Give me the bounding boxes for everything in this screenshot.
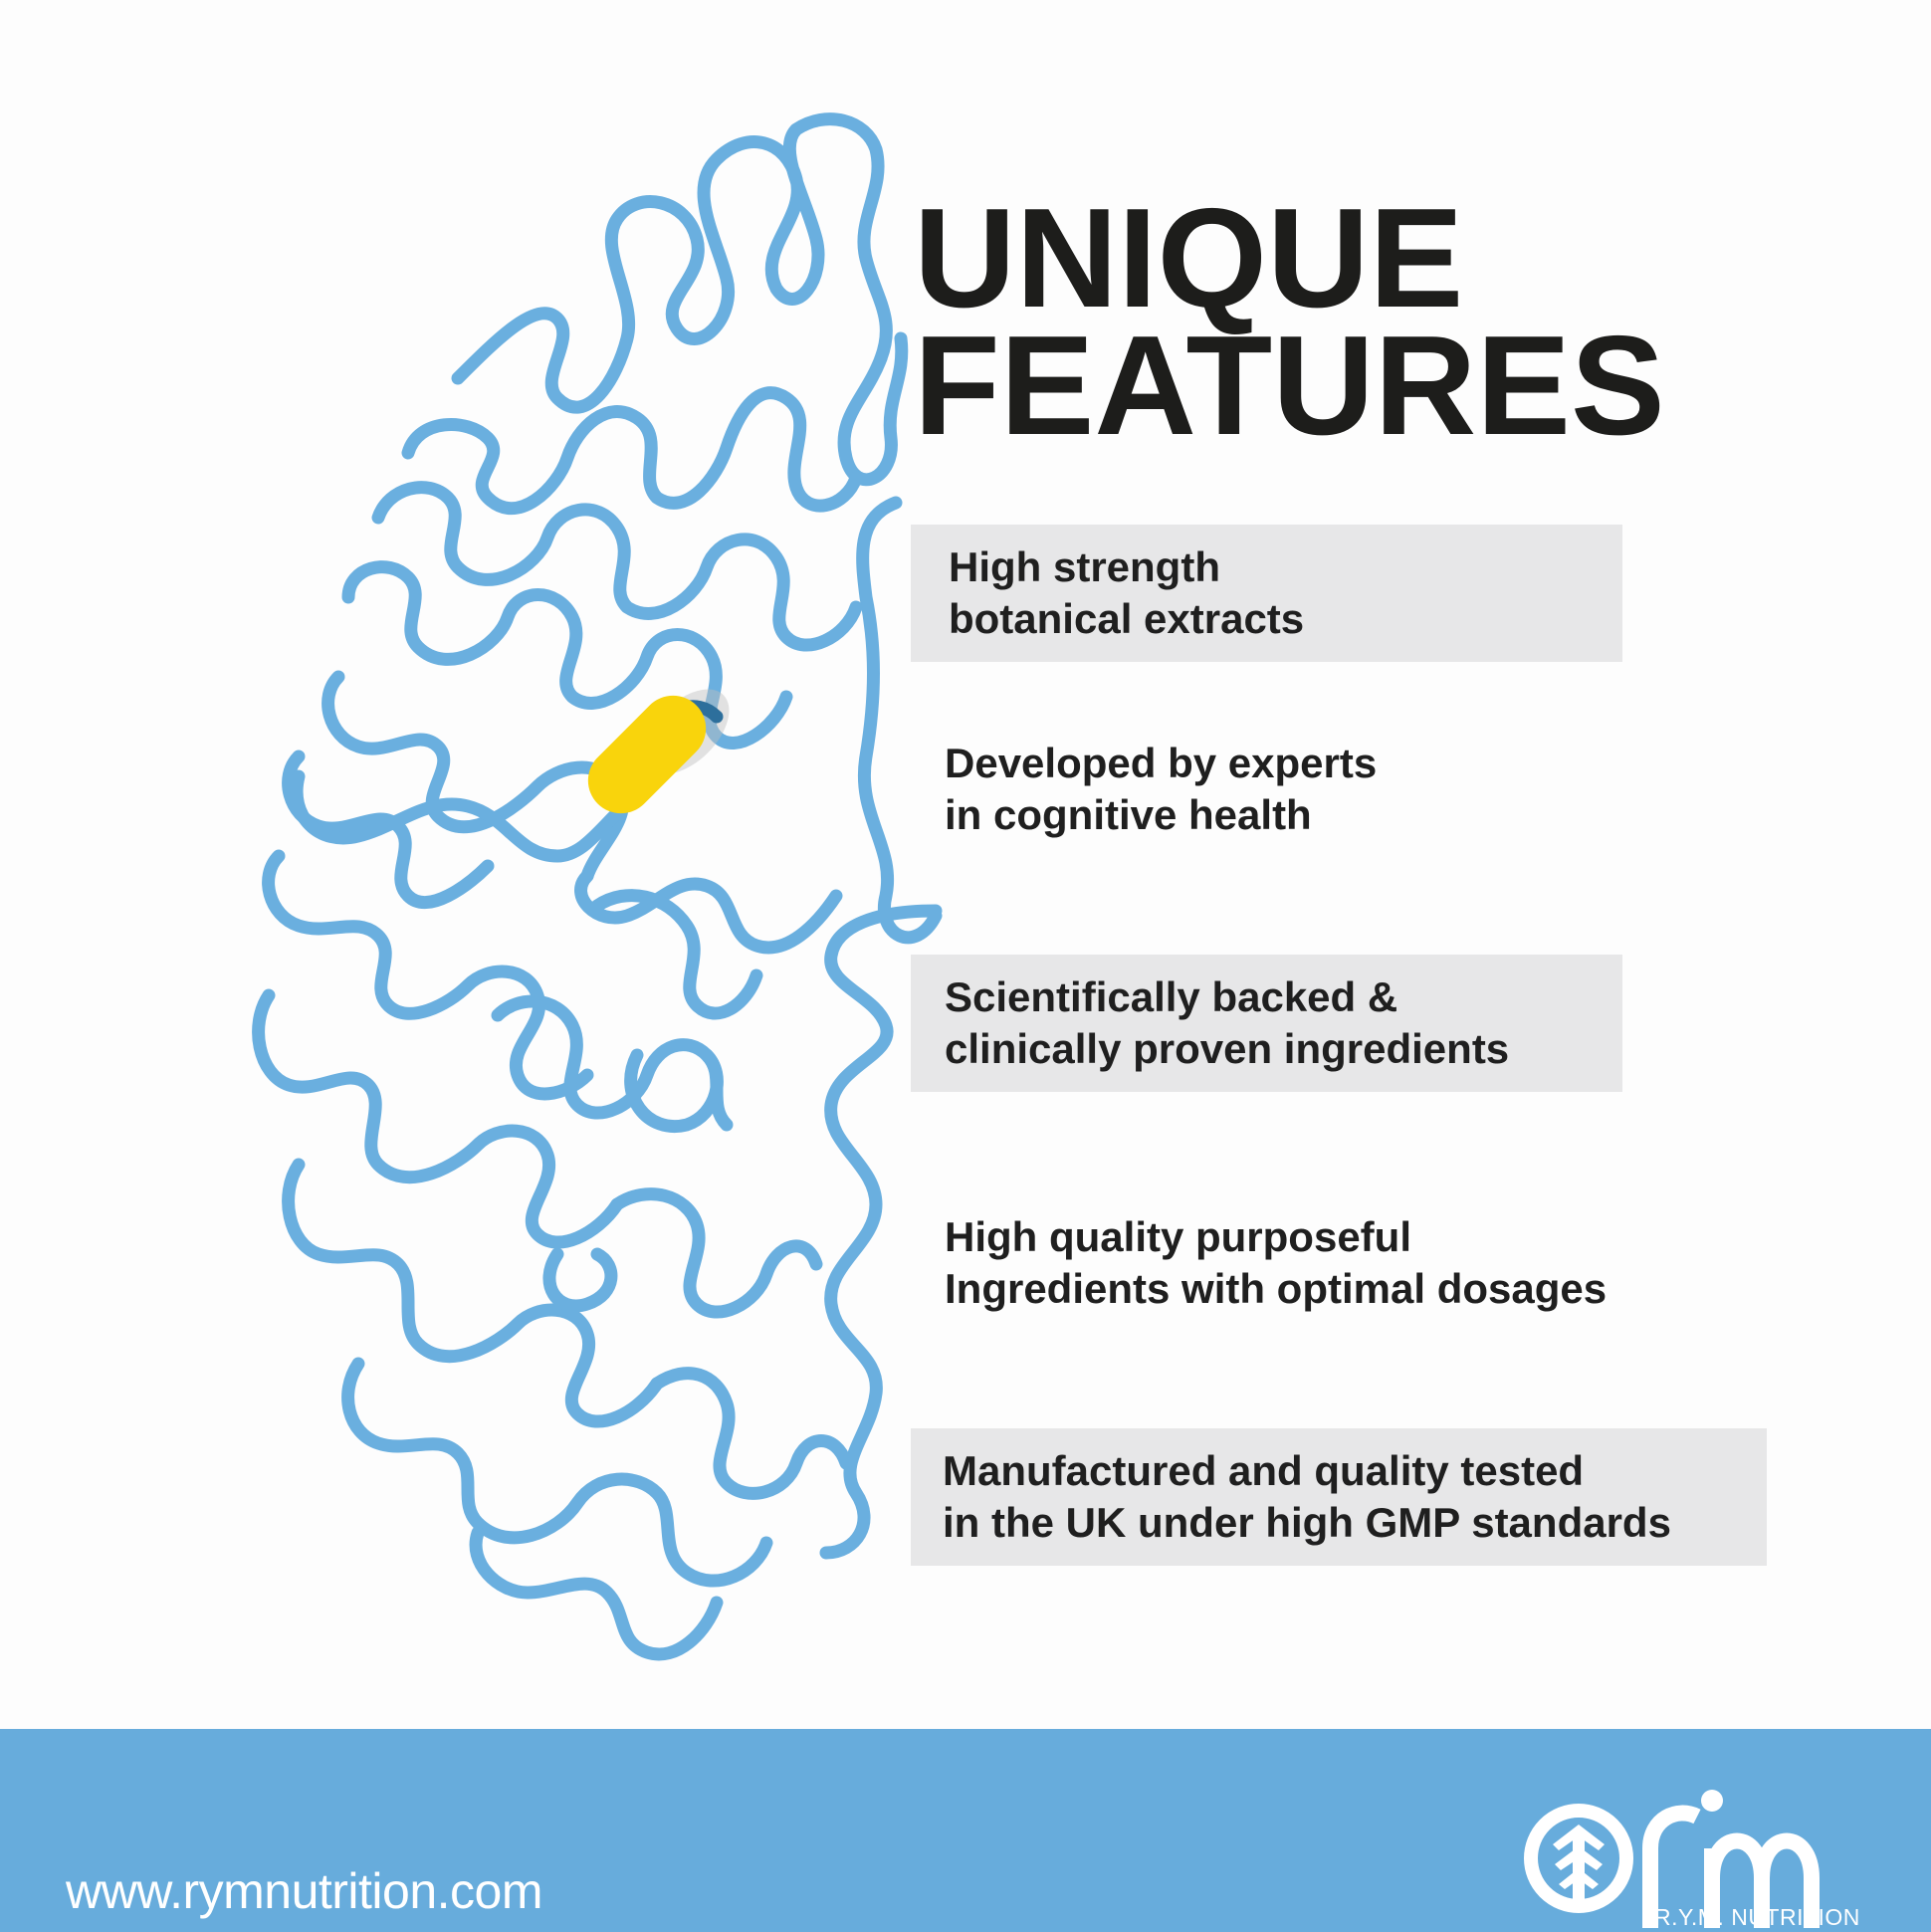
feature-item-2: Developed by experts in cognitive health	[911, 721, 1622, 858]
feature-line: in the UK under high GMP standards	[943, 1499, 1671, 1546]
brand-name: R.Y.M. NUTRITION	[1654, 1904, 1860, 1930]
title-line-2: FEATURES	[914, 307, 1665, 465]
title-line-1: UNIQUE	[914, 179, 1464, 337]
feature-line: Manufactured and quality tested	[943, 1447, 1585, 1494]
feature-item-1: High strength botanical extracts	[911, 525, 1622, 662]
feature-line: High strength	[949, 543, 1220, 590]
feature-item-4: High quality purposeful Ingredients with…	[911, 1194, 1767, 1332]
feature-line: Scientifically backed &	[945, 973, 1398, 1020]
capsule-icon	[587, 689, 730, 814]
rym-logo-icon	[1524, 1790, 1820, 1928]
feature-line: botanical extracts	[949, 595, 1305, 642]
feature-line: High quality purposeful	[945, 1213, 1411, 1260]
brain-maze-icon	[252, 112, 943, 1661]
feature-line: Developed by experts	[945, 740, 1378, 786]
feature-item-5: Manufactured and quality tested in the U…	[911, 1428, 1767, 1566]
feature-line: Ingredients with optimal dosages	[945, 1265, 1608, 1312]
footer-bar: www.rymnutrition.com R.Y.M. NUTRITION	[0, 1729, 1931, 1932]
website-link[interactable]: www.rymnutrition.com	[66, 1863, 543, 1919]
feature-line: in cognitive health	[945, 791, 1312, 838]
feature-line: clinically proven ingredients	[945, 1025, 1510, 1072]
feature-item-3: Scientifically backed & clinically prove…	[911, 955, 1622, 1092]
tree-emblem-icon	[1524, 1804, 1633, 1913]
page-title: UNIQUE FEATURES	[914, 179, 1665, 465]
